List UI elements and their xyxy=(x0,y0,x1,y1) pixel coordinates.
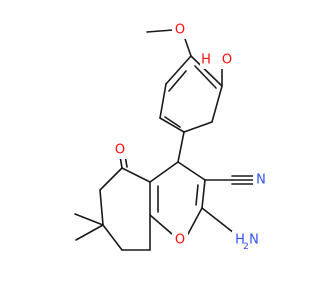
pyran-bond-4 xyxy=(149,214,173,235)
ketone-c-ring xyxy=(121,167,151,183)
pyran-bond-6 xyxy=(149,161,179,183)
atom-label-layer: O O H O N O H N 2 xyxy=(112,21,269,261)
cyc-bond-1 xyxy=(99,167,123,191)
hydroxyl-hydrogen-label: H xyxy=(201,53,211,68)
pyran-bond-3 xyxy=(187,207,203,235)
cyc-bond-3 xyxy=(102,224,123,251)
amine-hydrogen-label: H xyxy=(235,233,245,248)
cyc-bond-2 xyxy=(99,189,104,226)
aryl-bond-1 xyxy=(190,55,223,87)
bond-layer xyxy=(74,29,256,251)
amine-subscript-label: 2 xyxy=(243,242,249,252)
molecule-diagram: O O H O N O H N 2 xyxy=(74,21,269,261)
aryl-bond-6 xyxy=(165,55,192,85)
pyran-bond-1 xyxy=(177,161,206,181)
aryl-inner-1 xyxy=(194,65,217,89)
pyran-bond-2 xyxy=(201,179,206,209)
amine-nitrogen-label: N xyxy=(249,233,259,248)
aryl-bond-3 xyxy=(183,121,213,133)
methoxy-oxygen-label: O xyxy=(175,23,185,38)
aryl-pyran-bond xyxy=(177,131,185,163)
aryl-inner-3 xyxy=(168,70,187,92)
pyran-double-inner xyxy=(195,184,199,206)
ketone-oxygen-label: O xyxy=(115,143,125,158)
methoxy-o-c-bond xyxy=(183,35,192,57)
aryl-inner-2 xyxy=(164,116,181,128)
methyl-bond-2 xyxy=(75,224,104,241)
amine-bond xyxy=(201,207,235,234)
nitrile-nitrogen-label: N xyxy=(256,173,266,188)
methoxy-ch3-bond xyxy=(146,29,174,33)
methyl-bond-1 xyxy=(74,213,104,226)
aryl-bond-5 xyxy=(159,83,167,119)
ring-oxygen-label: O xyxy=(175,233,185,248)
aryl-bond-2 xyxy=(211,85,223,123)
hydroxyl-oxygen-label: O xyxy=(222,53,232,68)
molecule-svg: O O H O N O H N 2 xyxy=(74,21,269,261)
aryl-bond-4 xyxy=(159,117,185,133)
